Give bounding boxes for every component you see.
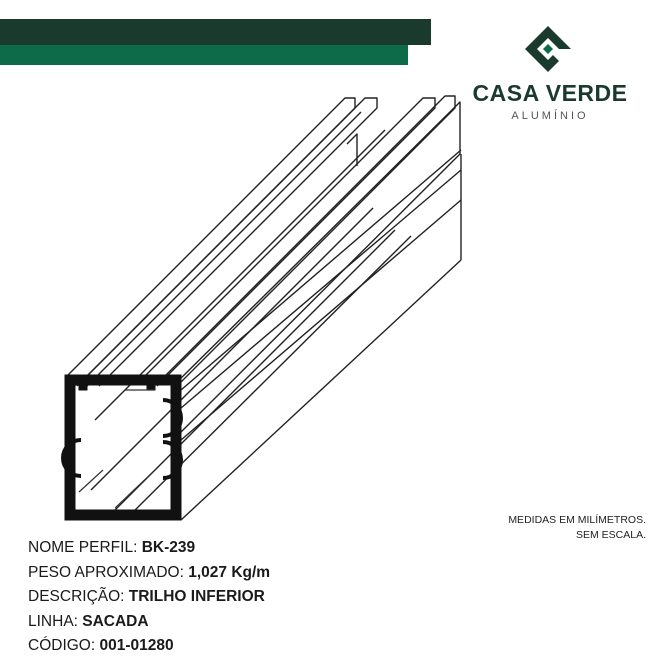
spec-label: CÓDIGO: [28,637,100,655]
brand-logo: CASA VERDE ALUMÍNIO [470,22,630,132]
spec-weight: PESO APROXIMADO: 1,027 Kg/m [28,561,270,586]
spec-value: BK-239 [141,539,196,556]
spec-label: LINHA: [28,612,83,630]
scale-note-line2: SEM ESCALA. [575,529,646,541]
brand-subtitle: ALUMÍNIO [511,110,589,122]
spec-list: NOME PERFIL: BK-239 PESO APROXIMADO: 1,0… [28,536,270,659]
spec-code: CÓDIGO: 001-01280 [28,634,270,659]
header-bar-green [0,45,408,65]
header-bar-dark [0,19,431,45]
spec-value: 001-01280 [99,637,174,655]
profile-drawing [61,95,462,521]
diamond-logo-icon [525,26,571,72]
spec-profile-name: NOME PERFIL: BK-239 [28,536,270,561]
spec-label: DESCRIÇÃO: [28,588,129,606]
scale-note-line1: MEDIDAS EM MILÍMETROS. [508,514,646,526]
spec-value: 1,027 Kg/m [188,563,271,581]
spec-value: TRILHO INFERIOR [128,588,265,606]
spec-description: DESCRIÇÃO: TRILHO INFERIOR [28,585,270,610]
scale-note: MEDIDAS EM MILÍMETROS. SEM ESCALA. [508,513,646,543]
spec-label: NOME PERFIL: [28,539,142,556]
spec-line: LINHA: SACADA [28,610,270,635]
brand-name: CASA VERDE [472,80,628,106]
spec-value: SACADA [82,612,149,630]
spec-label: PESO APROXIMADO: [28,563,189,581]
